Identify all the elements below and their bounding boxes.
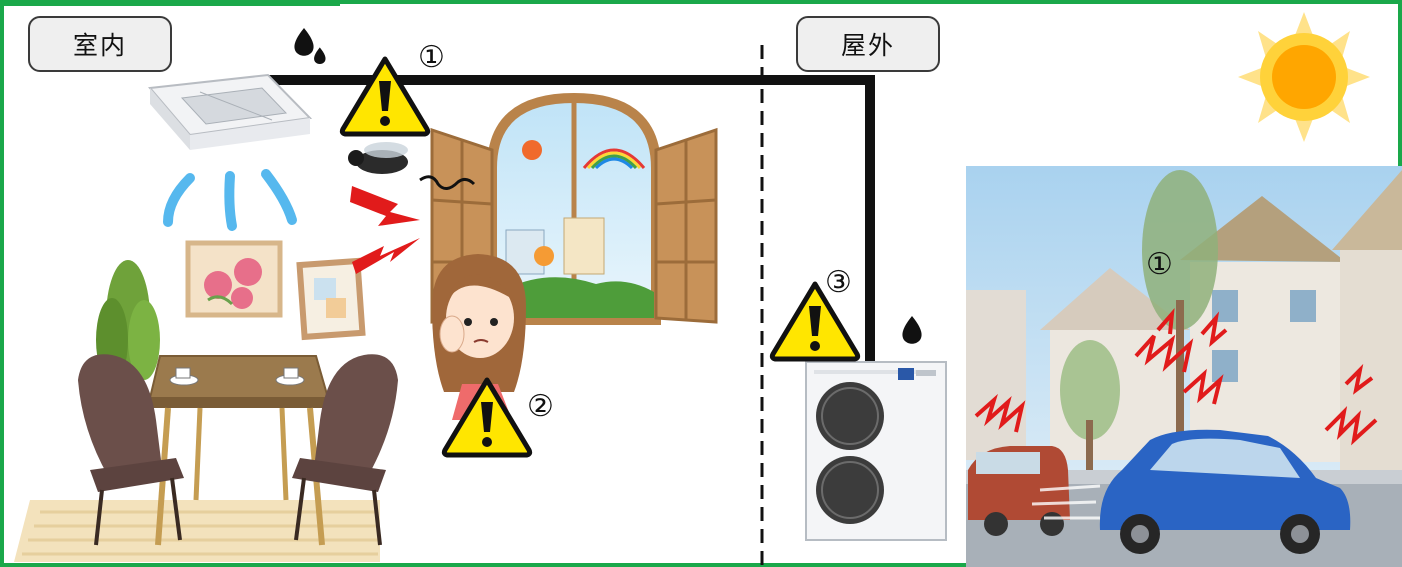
frame-top-tab [0, 0, 340, 6]
rug [14, 500, 380, 562]
water-drop-small-icon [314, 47, 326, 65]
water-drop-icon [294, 28, 314, 56]
marker-person-number: ② [527, 389, 554, 424]
sun-icon [1238, 12, 1370, 142]
warning-icon-1 [342, 59, 427, 134]
open-window [430, 92, 718, 325]
small-painting [296, 257, 366, 341]
marker-street-number: ① [1146, 247, 1173, 282]
noise-zigzags-indoor [350, 186, 420, 274]
indoor-label: 室内 [28, 16, 172, 72]
marker-pipe-number: ① [418, 40, 445, 75]
potted-plant [96, 260, 160, 382]
water-drop-outdoor-icon [902, 316, 922, 344]
outdoor-label: 屋外 [796, 16, 940, 72]
noisy-insect [348, 142, 476, 190]
street-scene [966, 166, 1402, 567]
ceiling-ac-unit [148, 73, 313, 150]
marker-unit-number: ③ [825, 265, 852, 300]
dining-set [78, 354, 398, 546]
outdoor-ac-unit [805, 361, 947, 541]
flower-painting [185, 240, 283, 318]
refrigerant-pipe [268, 75, 875, 362]
airflow-arrows [163, 169, 297, 231]
